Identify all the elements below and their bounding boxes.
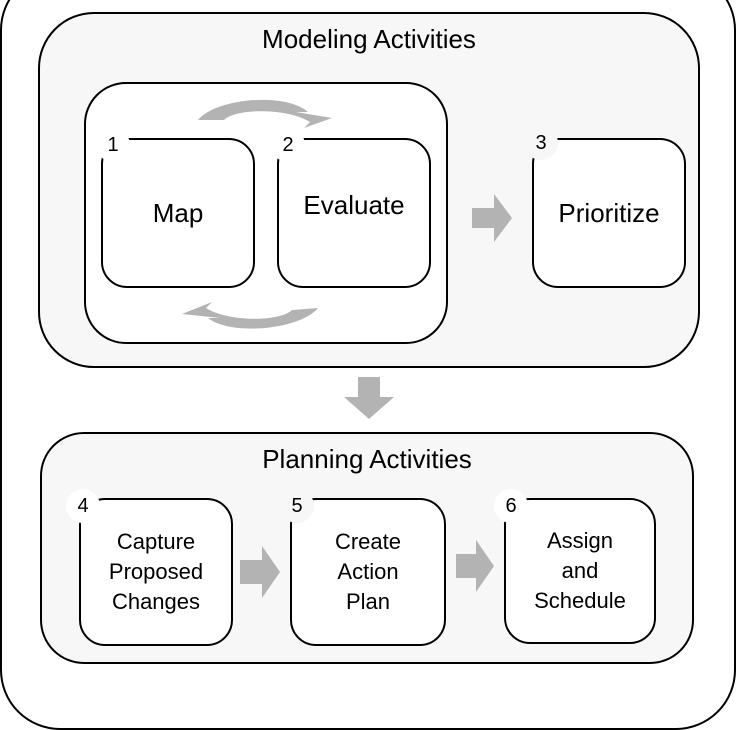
step-prioritize-label: Prioritize [558,198,660,228]
step-evaluate-label: Evaluate [303,190,405,220]
step-6-line-3: Schedule [534,588,626,613]
step-5-line-3: Plan [345,589,391,614]
arrow-right-icon [472,194,512,242]
step-6-line-2: and [561,558,599,583]
step-number-6: 6 [494,489,528,523]
step-create-action-plan[interactable]: Create Action Plan [290,498,446,646]
step-number-5: 5 [280,489,314,523]
step-evaluate[interactable]: Evaluate [277,138,431,288]
step-map-label: Map [152,198,204,228]
step-5-line-2: Action [337,559,399,584]
step-assign-and-schedule[interactable]: Assign and Schedule [504,498,656,644]
step-number-1: 1 [96,128,130,162]
step-number-3: 3 [524,126,558,160]
arrow-right-icon [456,540,494,592]
step-4-line-3: Changes [111,589,201,614]
step-4-line-2: Proposed [108,559,204,584]
cycle-arrow-bottom-icon [182,302,318,329]
step-6-line-1: Assign [546,528,614,553]
step-number-4: 4 [66,489,100,523]
arrow-down-icon [344,377,394,419]
cycle-arrow-top-icon [198,99,332,128]
modeling-activities-title: Modeling Activities [262,24,476,54]
step-5-line-1: Create [334,529,402,554]
step-capture-proposed-changes[interactable]: Capture Proposed Changes [79,498,233,646]
step-prioritize[interactable]: Prioritize [532,138,686,288]
step-map[interactable]: Map [101,138,255,288]
step-number-2: 2 [271,128,305,162]
step-4-line-1: Capture [116,529,196,554]
planning-activities-title: Planning Activities [262,444,472,474]
arrow-right-icon [240,546,280,598]
